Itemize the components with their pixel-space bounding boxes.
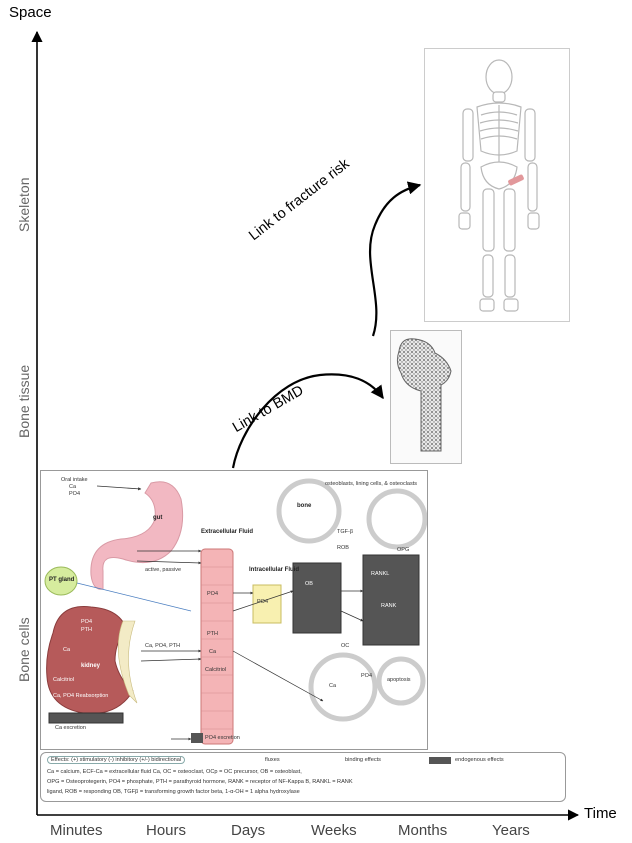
legend-line-1: Ca = calcium, ECF-Ca = extracellular flu… (47, 769, 302, 775)
osteo-notes: osteoblasts, lining cells, & osteoclasts (325, 481, 417, 487)
gut-label: gut (153, 515, 162, 521)
bone-item-rankl: RANKL (371, 571, 389, 577)
y-level-bone-tissue: Bone tissue (16, 365, 32, 438)
cell-diagram-shapes (41, 471, 427, 749)
x-tick-days: Days (231, 822, 265, 839)
bone-item-ob: OB (305, 581, 313, 587)
icf-label: Intracellular Fluid (249, 567, 299, 573)
femur-illustration (391, 331, 461, 463)
legend-endogenous-swatch (429, 757, 451, 764)
pt-gland-label: PT gland (49, 577, 74, 583)
transport-label: Ca, PO4, PTH (145, 643, 180, 649)
legend-line-2: OPG = Osteoprotegerin, PO4 = phosphate, … (47, 779, 353, 785)
ecf-label: Extracellular Fluid (201, 529, 253, 535)
bone-label: bone (297, 503, 311, 509)
intake-label-3: PO4 (69, 491, 80, 497)
icf-item-po4: PO4 (257, 599, 268, 605)
bone-item-ca: Ca (329, 683, 336, 689)
skeleton-panel (424, 48, 570, 322)
oc-dark-box (363, 555, 419, 645)
legend-line-3: ligand, ROB = responding OB, TGFβ = tran… (47, 789, 300, 795)
intake-label-1: Oral intake (61, 477, 88, 483)
legend-box: Effects: (+) stimulatory (-) inhibitory … (40, 752, 566, 802)
kidney-item-pth: PTH (81, 627, 92, 633)
ecf-item-pth: PTH (207, 631, 218, 637)
kidney-item-reabsorption: Ca, PO4 Reabsorption (53, 693, 108, 699)
bone-item-po4: PO4 (361, 673, 372, 679)
skeleton-illustration (425, 49, 569, 321)
ecf-item-ca: Ca (209, 649, 216, 655)
x-tick-years: Years (492, 822, 530, 839)
bone-item-tgf: TGF-β (337, 529, 353, 535)
legend-effects: Effects: (+) stimulatory (-) inhibitory … (47, 756, 185, 764)
y-level-bone-cells: Bone cells (16, 617, 32, 682)
intake-label-2: Ca (69, 484, 76, 490)
ob-dark-box (293, 563, 341, 633)
bone-item-opg: OPG (397, 547, 409, 553)
kidney-item-calcitriol: Calcitriol (53, 677, 74, 683)
kidney-item-po4: PO4 (81, 619, 92, 625)
bone-item-rob: ROB (337, 545, 349, 551)
fracture-link-curve (370, 185, 420, 336)
legend-endogenous: endogenous effects (455, 757, 504, 763)
active-passive-label: active, passive (145, 567, 181, 573)
bone-item-rank: RANK (381, 603, 396, 609)
y-level-skeleton: Skeleton (16, 178, 32, 232)
x-tick-minutes: Minutes (50, 822, 103, 839)
bone-tissue-panel (390, 330, 462, 464)
ecf-column (201, 549, 233, 744)
kidney-label: kidney (81, 663, 100, 669)
y-axis-title: Space (9, 4, 52, 21)
legend-binding: binding effects (345, 757, 381, 763)
ecf-item-calcitriol: Calcitriol (205, 667, 226, 673)
x-tick-months: Months (398, 822, 447, 839)
x-axis-title: Time (584, 805, 617, 822)
legend-fluxes: fluxes (265, 757, 280, 763)
x-tick-weeks: Weeks (311, 822, 357, 839)
bone-item-apoptosis: apoptosis (387, 677, 411, 683)
x-tick-hours: Hours (146, 822, 186, 839)
kidney-item-ca: Ca (63, 647, 70, 653)
ca-excretion-label: Ca excretion (55, 725, 86, 731)
bone-item-oc: OC (341, 643, 349, 649)
bone-cells-diagram: Oral intake Ca PO4 gut PT gland kidney E… (40, 470, 428, 750)
ecf-item-po4: PO4 (207, 591, 218, 597)
po4-excretion-label: PO4 excretion (205, 735, 240, 741)
